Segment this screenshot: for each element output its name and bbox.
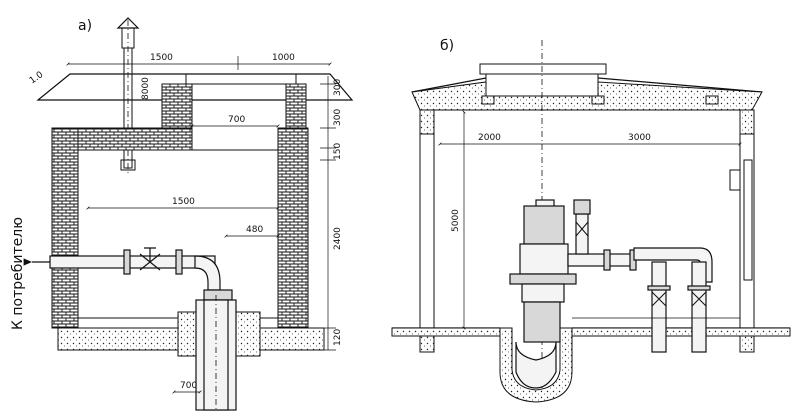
dim-height: 5000 (451, 209, 461, 232)
dim-left-span: 2000 (478, 133, 501, 143)
chamber-walls (51, 127, 309, 329)
outlet-pipe (23, 247, 233, 301)
panel-b-roof (411, 63, 763, 111)
panel-b-floor (391, 327, 791, 337)
gate-valve-icon (139, 247, 161, 271)
side-text: К потребителю (10, 217, 26, 330)
dim-roof: 300 (333, 79, 343, 96)
dim-pipe-offset: 480 (246, 225, 263, 235)
valve-right-icon (691, 291, 707, 307)
panel-b: б) (391, 38, 791, 403)
vent-height-label: 8000 (141, 77, 151, 100)
dim-slab: 150 (333, 143, 343, 160)
discharge-piping (567, 199, 740, 353)
vent-pipe: 8000 (116, 17, 151, 175)
right-dimensions: 300 300 150 2400 120 (320, 76, 343, 351)
slope-label: 1.0 (28, 70, 46, 87)
top-dimensions: 1500 1000 (66, 53, 332, 70)
panel-b-label: б) (440, 38, 454, 54)
pump-unit (509, 199, 577, 389)
check-valve-icon (575, 221, 589, 237)
dim-inner-width: 1500 (172, 197, 195, 207)
dim-wall-upper: 300 (333, 109, 343, 126)
dim-well: 700 (180, 381, 197, 391)
dim-floor: 120 (333, 329, 343, 346)
panel-a: а) 1.0 8000 1500 1000 (10, 17, 354, 412)
inner-dimensions: 700 1500 480 (86, 115, 280, 238)
dim-right-span: 3000 (628, 133, 651, 143)
dim-inner-height: 2400 (333, 227, 343, 250)
dim-inner-top: 700 (228, 115, 245, 125)
valve-left-icon (651, 291, 667, 307)
well-casing: 700 (172, 295, 261, 412)
panel-a-label: а) (78, 18, 92, 34)
dim-top-left: 1500 (150, 53, 173, 63)
dim-top-right: 1000 (272, 53, 295, 63)
